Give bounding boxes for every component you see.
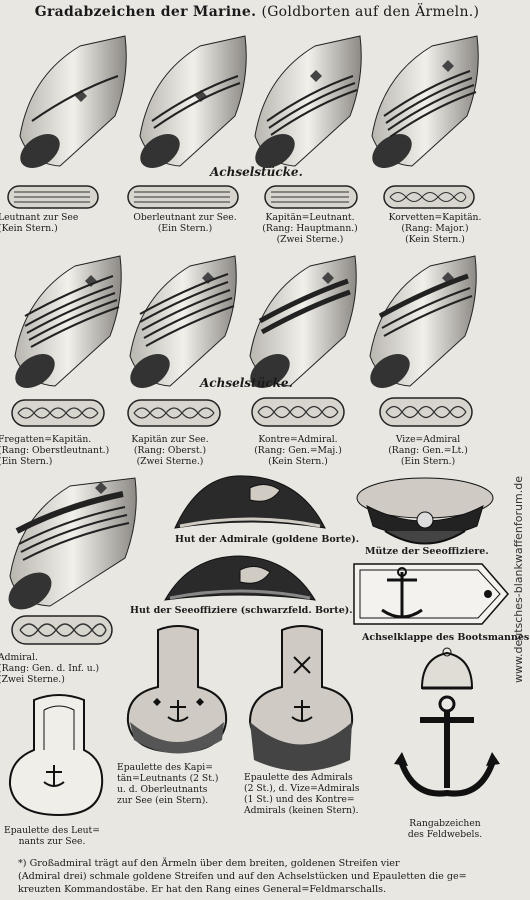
seaofficer-hat <box>164 555 316 601</box>
epaulette-kapitaen <box>126 625 228 754</box>
title-sub: (Goldborten auf den Ärmeln.) <box>261 4 480 20</box>
page-title: Gradabzeichen der Marine. (Goldborten au… <box>0 4 514 20</box>
rank-name: Fregatten=Kapitän. <box>0 434 92 445</box>
footnote-line: kreuzten Kommandostäbe. Er hat den Rang … <box>18 884 387 895</box>
epaulette-caption: des Feldwebels. <box>407 829 483 840</box>
epaulette-caption: (1 St.) und des Kontre= <box>244 794 355 805</box>
officer-cap <box>356 477 494 545</box>
epaulette-caption: nants zur See. <box>18 836 86 847</box>
rank-note: (Kein Stern.) <box>268 456 328 467</box>
admiral-sleeve <box>8 477 137 610</box>
rank-note: (Rang: Oberstleutnant.) <box>0 445 110 456</box>
epaulette-leutnant <box>8 694 104 817</box>
footnote-line: (Admiral drei) schmale goldene Streifen … <box>18 871 467 882</box>
rank-note: (Kein Stern.) <box>405 234 465 245</box>
rank-name: Vize=Admiral <box>395 434 461 445</box>
rank-name: Leutnant zur See <box>0 212 79 223</box>
rank-note: (Zwei Sterne.) <box>0 674 65 685</box>
epaulette-caption: (2 St.), d. Vize=Admirals <box>244 783 360 794</box>
epaulette-caption: zur See (ein Stern). <box>117 795 209 806</box>
sleeve-row-1 <box>19 35 479 169</box>
admiral-shoulder-board <box>11 615 113 645</box>
boatswain-strap-label: Achselklappe des Bootsmannes. <box>362 632 530 643</box>
epaulette-caption: tän=Leutnants (2 St.) <box>117 773 219 784</box>
rank-note: (Kein Stern.) <box>0 223 58 234</box>
epaulette-caption: Rangabzeichen <box>409 818 481 829</box>
rank-name: Kapitän zur See. <box>131 434 209 445</box>
rank-note: (Rang: Oberst.) <box>133 445 207 456</box>
admiral-hat-label: Hut der Admirale (goldene Borte). <box>175 534 360 545</box>
watermark: www.deutsches-blankwaffenforum.de <box>512 476 525 684</box>
boatswain-strap <box>353 563 509 625</box>
cap-label: Mütze der Seeoffiziere. <box>365 546 489 557</box>
rank-note: (Zwei Sterne.) <box>136 456 204 467</box>
rank-note: (Rang: Gen.=Maj.) <box>254 445 342 456</box>
rank-name: Kapitän=Leutnant. <box>265 212 355 223</box>
rank-name: Korvetten=Kapitän. <box>388 212 482 223</box>
shoulder-boards-row-2 <box>11 397 473 427</box>
rank-note: (Zwei Sterne.) <box>276 234 344 245</box>
rank-name: Admiral. <box>0 652 38 663</box>
rank-note: (Rang: Hauptmann.) <box>262 223 358 234</box>
epaulette-caption: Epaulette des Kapi= <box>117 762 213 773</box>
admiral-hat <box>174 475 326 529</box>
seaofficer-hat-label: Hut der Seeoffiziere (schwarzfeld. Borte… <box>130 605 353 616</box>
rank-note: (Rang: Major.) <box>401 223 469 234</box>
rank-note: (Ein Stern.) <box>400 456 456 467</box>
rank-note: (Rang: Gen.=Lt.) <box>388 445 468 456</box>
shoulder-header-1: Achselstücke. <box>210 165 303 179</box>
shoulder-boards-row-1 <box>7 185 475 209</box>
title-main: Gradabzeichen der Marine. <box>34 4 257 20</box>
shoulder-header-2: Achselstücke. <box>200 376 293 390</box>
epaulette-caption: u. d. Oberleutnants <box>117 784 208 795</box>
footnote: *) Großadmiral trägt auf den Ärmeln über… <box>18 857 518 896</box>
rank-name: Kontre=Admiral. <box>258 434 338 445</box>
epaulette-caption: Epaulette des Admirals <box>244 772 353 783</box>
rank-note: (Ein Stern.) <box>0 456 53 467</box>
epaulette-admiral <box>248 625 354 771</box>
epaulette-caption: Admirals (keinen Stern). <box>244 805 359 816</box>
epaulette-caption: Epaulette des Leut= <box>4 825 100 836</box>
sleeve-row-2 <box>14 255 477 389</box>
footnote-line: *) Großadmiral trägt auf den Ärmeln über… <box>18 858 400 869</box>
rank-note: (Rang: Gen. d. Inf. u.) <box>0 663 100 674</box>
crowned-anchor <box>394 647 500 797</box>
rank-name: Oberleutnant zur See. <box>133 212 237 223</box>
rank-note: (Ein Stern.) <box>157 223 213 234</box>
